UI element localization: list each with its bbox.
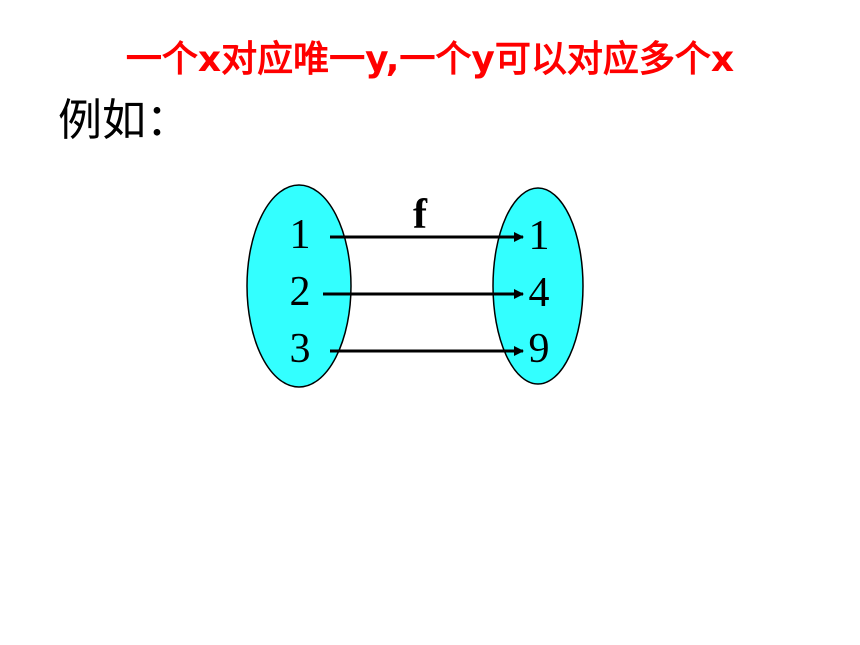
codomain-value: 4 [529, 270, 550, 316]
codomain-value: 9 [529, 326, 550, 372]
domain-value: 3 [290, 326, 311, 372]
domain-value: 2 [290, 269, 311, 315]
function-label: f [413, 192, 428, 238]
domain-value: 1 [290, 212, 311, 258]
domain-set-ellipse [246, 184, 352, 388]
codomain-value: 1 [529, 213, 550, 259]
rule-statement: 一个x对应唯一y,一个y可以对应多个x [125, 39, 735, 80]
example-label: 例如： [58, 95, 190, 146]
